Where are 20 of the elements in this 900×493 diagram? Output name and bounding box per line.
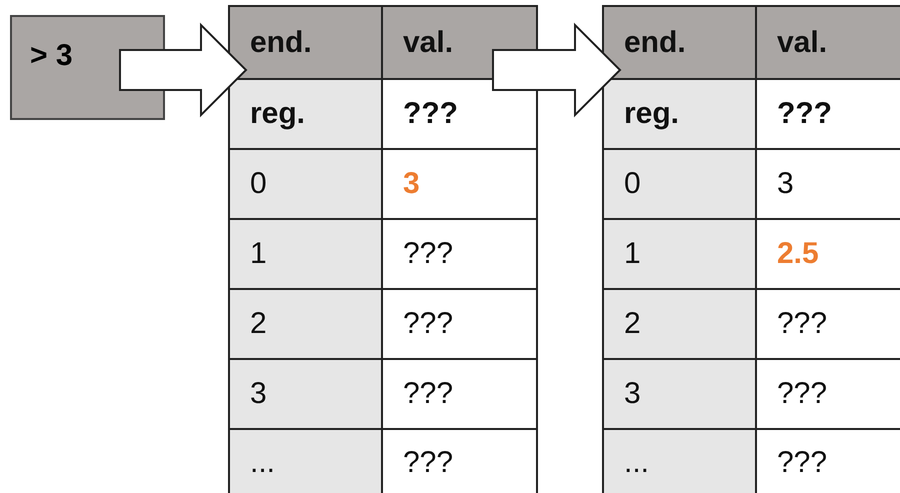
table-cell: 0 <box>228 148 383 220</box>
table-cell: reg. <box>602 78 757 150</box>
table-cell: ... <box>602 428 757 493</box>
header-cell: val. <box>755 5 900 80</box>
table-cell: 3 <box>602 358 757 430</box>
block-arrow <box>492 22 622 118</box>
table-cell: 1 <box>228 218 383 290</box>
table-cell: 2 <box>228 288 383 360</box>
table-cell: ... <box>228 428 383 493</box>
block-arrow <box>119 22 248 118</box>
table-cell: reg. <box>228 78 383 150</box>
register-table <box>602 5 900 493</box>
table-cell: 1 <box>602 218 757 290</box>
table-cell: 0 <box>602 148 757 220</box>
register-table <box>228 5 538 493</box>
condition-text: > 3 <box>30 39 73 73</box>
table-cell: 2 <box>602 288 757 360</box>
header-cell: end. <box>602 5 757 80</box>
table-cell: 3 <box>228 358 383 430</box>
header-cell: end. <box>228 5 383 80</box>
